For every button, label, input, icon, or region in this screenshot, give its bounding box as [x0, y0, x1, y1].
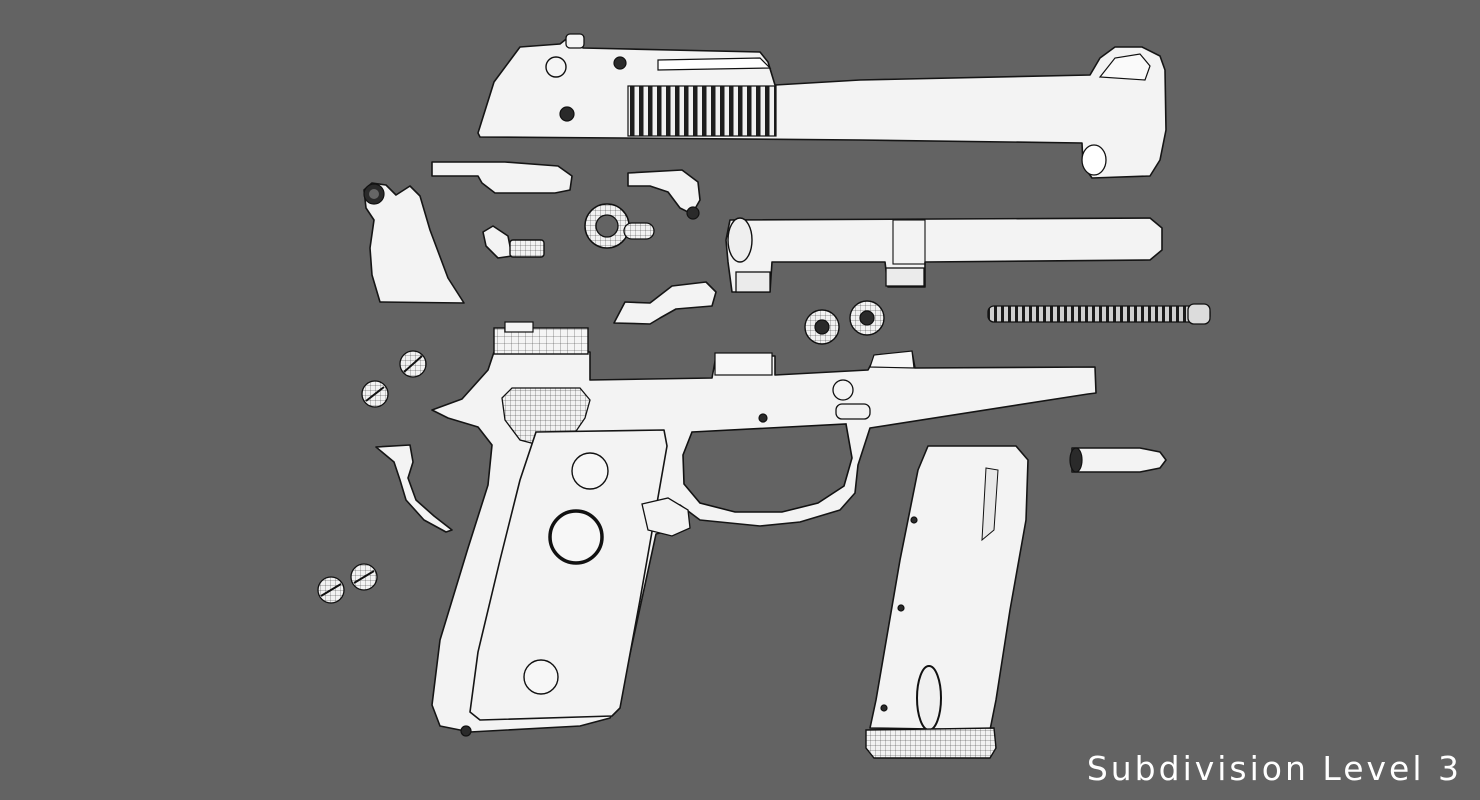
- grip-panel: [460, 429, 691, 737]
- small-screws: [317, 350, 427, 604]
- slide-catch-lever: [431, 161, 573, 194]
- cartridge: [1069, 447, 1167, 473]
- ring-link: [584, 203, 655, 249]
- subdivision-level-caption: Subdivision Level 3: [1086, 749, 1462, 788]
- firing-pin-block: [482, 225, 545, 259]
- trigger: [375, 444, 453, 533]
- recoil-spring: [987, 303, 1211, 325]
- ejector-lever: [627, 169, 701, 220]
- trigger-bar: [613, 281, 717, 325]
- slide: [477, 33, 1167, 179]
- magazine: [865, 445, 1029, 759]
- barrel: [725, 217, 1163, 293]
- hammer: [363, 182, 465, 304]
- grip-screws-pair: [804, 300, 885, 345]
